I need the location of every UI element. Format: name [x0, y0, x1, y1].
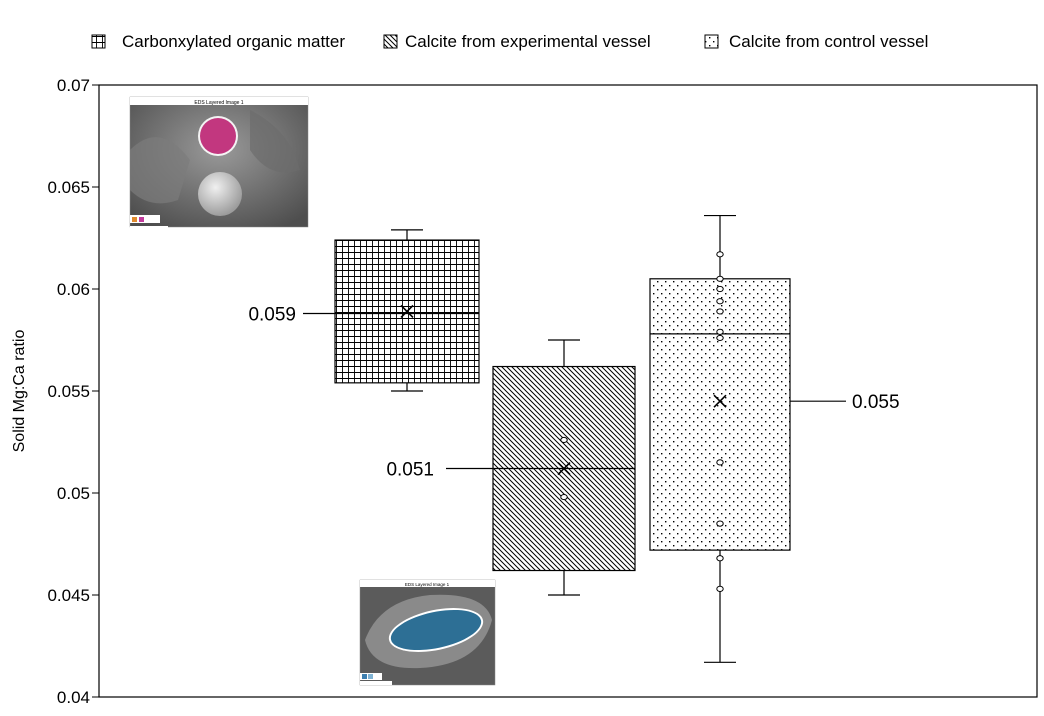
y-axis-label: Solid Mg:Ca ratio: [11, 330, 28, 453]
data-point: [560, 436, 568, 444]
data-point: [716, 308, 724, 315]
legend-swatch-grid: [91, 34, 106, 49]
data-point: [716, 555, 724, 562]
legend-item-grid: Carbonxylated organic matter: [91, 32, 345, 51]
data-point: [716, 298, 724, 305]
legend-item-diagonal: Calcite from experimental vessel: [383, 32, 651, 51]
legend-item-dots: Calcite from control vessel: [704, 32, 928, 51]
y-tick-label: 0.055: [47, 382, 90, 401]
annotation-label: 0.051: [386, 460, 434, 481]
data-point: [716, 520, 724, 527]
data-point: [716, 459, 724, 466]
box-body: [649, 278, 791, 551]
data-point: [560, 493, 568, 501]
data-point: [716, 285, 724, 293]
y-tick-label: 0.06: [57, 280, 90, 299]
y-tick-label: 0.07: [57, 76, 90, 95]
data-point: [716, 334, 724, 342]
inset-caption: EDS Layered Image 1: [194, 100, 243, 106]
annotation-label: 0.059: [248, 304, 296, 325]
boxes-layer: 0.059 0.051 0.055: [248, 214, 900, 663]
legend-swatch-dots: [704, 34, 719, 49]
mean-marker: [557, 461, 571, 476]
box-diagonal: 0.051: [386, 339, 636, 596]
y-tick-label: 0.04: [57, 688, 90, 707]
legend-label: Calcite from control vessel: [729, 32, 928, 51]
legend-label: Calcite from experimental vessel: [405, 32, 651, 51]
data-point: [716, 328, 724, 335]
annotation-label: 0.055: [852, 392, 900, 413]
data-point: [716, 251, 724, 258]
inset-caption: EDS Layered Image 1: [405, 582, 450, 587]
y-tick-label: 0.05: [57, 484, 90, 503]
y-tick-label: 0.065: [47, 178, 90, 197]
legend-swatch-diagonal: [383, 34, 398, 49]
data-point: [716, 275, 724, 282]
sem-image-inset-top: EDS Layered Image 1: [129, 96, 309, 230]
y-tick-label: 0.045: [47, 586, 90, 605]
y-axis-ticks: 0.04 0.045 0.05 0.055 0.06 0.065 0.07: [47, 76, 99, 707]
sem-image-inset-bottom: EDS Layered Image 1: [359, 579, 496, 686]
mean-marker: [400, 304, 414, 319]
data-point: [716, 585, 724, 592]
mean-marker: [713, 394, 727, 408]
box-grid: 0.059: [248, 229, 480, 392]
legend: Carbonxylated organic matter Calcite fro…: [91, 32, 928, 51]
legend-label: Carbonxylated organic matter: [122, 32, 345, 51]
box-dots: 0.055: [649, 214, 900, 663]
